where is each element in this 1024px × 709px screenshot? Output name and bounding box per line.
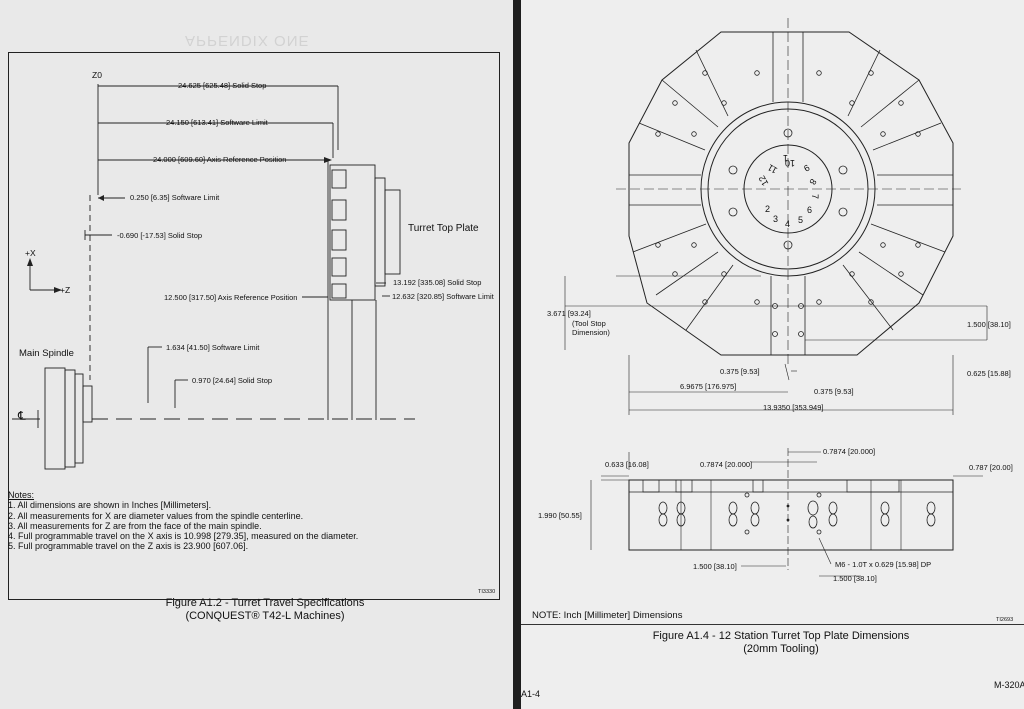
dim-1500-top: 1.500 [38.10] [967, 320, 1011, 329]
drawing-id: TI2693 [996, 617, 1014, 623]
dim-0375-right: 0.375 [9.53] [814, 387, 854, 396]
dim-0787: 0.787 [20.00] [969, 463, 1013, 472]
right-page: 1 2 3 4 5 6 7 8 9 10 11 12 3.671 [93.24]… [521, 0, 1024, 709]
figure-caption: Figure A1.2 - Turret Travel Specificatio… [100, 597, 430, 623]
station-number-5: 5 [798, 215, 804, 225]
note-item: 3. All measurements for Z are from the f… [8, 520, 262, 531]
turret-top-plate-drawing [564, 18, 988, 577]
dim-0375-left: 0.375 [9.53] [720, 367, 760, 376]
plus-z-label: +Z [60, 285, 71, 295]
dim-1634-software-limit: 1.634 [41.50] Software Limit [166, 343, 260, 352]
station-number-7: 7 [810, 193, 821, 200]
caption-line-2: (20mm Tooling) [743, 643, 819, 655]
notes-block: Notes: 1. All dimensions are shown in In… [8, 490, 358, 552]
note-item: 4. Full programmable travel on the X axi… [8, 531, 359, 542]
document-number: M-320A [994, 680, 1024, 690]
main-spindle-label: Main Spindle [19, 348, 74, 359]
page-number: A1-4 [521, 689, 541, 699]
dim-m6-thread: M6 - 1.0T x 0.629 [15.98] DP [835, 560, 932, 569]
note-item: 5. Full programmable travel on the Z axi… [8, 541, 249, 552]
caption-line-1: Figure A1.2 - Turret Travel Specificatio… [165, 597, 365, 609]
dim-24150-software-limit: 24.150 [613.41] Software Limit [166, 118, 268, 127]
dim-07874-mid: 0.7874 [20.000] [700, 460, 753, 469]
plus-x-label: +X [25, 248, 36, 258]
dim-12500-axis-reference: 12.500 [317.50] Axis Reference Position [164, 293, 298, 302]
drawing-id: TI3330 [478, 589, 496, 595]
dim-139350: 13.9350 [353.949] [763, 403, 824, 412]
dim-neg0690-solid-stop: -0.690 [-17.53] Solid Stop [117, 231, 203, 240]
station-number-3: 3 [773, 214, 779, 224]
note-item: 1. All dimensions are shown in Inches [M… [8, 500, 212, 511]
dim-1500-side: 1.500 [38.10] [693, 562, 737, 571]
caption-line-2: (CONQUEST® T42-L Machines) [185, 610, 345, 622]
station-number-2: 2 [765, 204, 771, 214]
dim-tool-stop-label-2: Dimension) [572, 328, 610, 337]
dim-0970-solid-stop: 0.970 [24.64] Solid Stop [192, 376, 273, 385]
dim-0250-software-limit: 0.250 [6.35] Software Limit [130, 193, 220, 202]
station-number-10: 10 [785, 158, 796, 168]
note-item: 2. All measurements for X are diameter v… [8, 510, 304, 521]
figure-caption: Figure A1.4 - 12 Station Turret Top Plat… [616, 630, 946, 656]
dim-69675: 6.9675 [176.975] [680, 382, 737, 391]
dim-1500-bottom: 1.500 [38.10] [833, 574, 877, 583]
turret-top-plate-label: Turret Top Plate [408, 223, 479, 234]
notes-title: Notes: [8, 490, 35, 500]
page-divider [521, 624, 1024, 625]
dim-13192-solid-stop: 13.192 [335.08] Solid Stop [393, 278, 482, 287]
figure-frame [8, 52, 500, 600]
dim-tool-stop-label: (Tool Stop [572, 319, 606, 328]
turret-travel-drawing [12, 84, 415, 470]
station-number-4: 4 [785, 219, 791, 229]
centerline-symbol: ℄ [18, 409, 26, 423]
z0-label: Z0 [92, 70, 102, 80]
dim-24625-solid-stop: 24.625 [625.48] Solid Stop [178, 81, 267, 90]
dim-1990: 1.990 [50.55] [538, 511, 582, 520]
dim-07874-top: 0.7874 [20.000] [823, 447, 876, 456]
left-page: APPENDIX ONE [0, 0, 513, 709]
dim-12632-software-limit: 12.632 [320.85] Software Limit [392, 292, 494, 301]
page-gutter [513, 0, 521, 709]
dim-tool-stop-value: 3.671 [93.24] [547, 309, 591, 318]
dim-0625: 0.625 [15.88] [967, 369, 1011, 378]
caption-line-1: Figure A1.4 - 12 Station Turret Top Plat… [652, 630, 910, 642]
units-note: NOTE: Inch [Millimeter] Dimensions [532, 610, 683, 621]
dim-0633: 0.633 [16.08] [605, 460, 649, 469]
station-number-6: 6 [807, 205, 813, 215]
dim-24000-axis-reference: 24.000 [609.60] Axis Reference Position [153, 155, 287, 164]
